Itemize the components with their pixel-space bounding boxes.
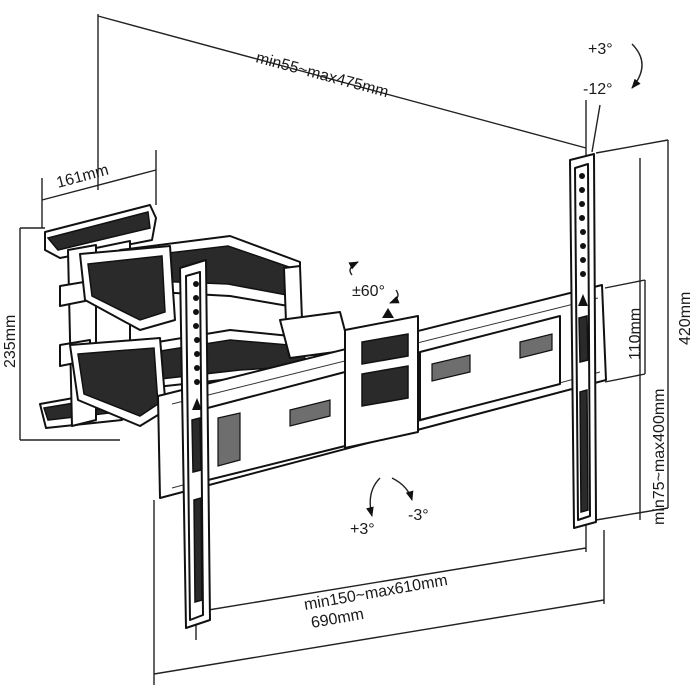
vertical-bracket-left (179, 259, 211, 629)
bracket-height-total-label: 420mm (677, 292, 694, 345)
wall-plate-width-label: 161mm (55, 162, 111, 192)
swivel-label: ±60° (352, 283, 385, 300)
dimension-lines (19, 14, 669, 685)
level-plus-label: +3° (350, 521, 375, 538)
vesa-vertical-label: min75~max400mm (651, 389, 668, 526)
vertical-bracket-right (569, 153, 597, 529)
rotation-arrows (348, 43, 643, 517)
horizontal-rail (157, 284, 607, 499)
arm-reach-label: min55~max475mm (254, 49, 390, 101)
articulating-arms (69, 235, 351, 427)
tilt-up-label: +3° (588, 41, 613, 58)
bracket-height-small-label: 110mm (627, 308, 644, 360)
wall-plate-height-label: 235mm (2, 315, 19, 368)
vesa-horizontal-label: min150~max610mm (303, 572, 449, 614)
level-minus-label: -3° (408, 507, 429, 524)
tilt-down-label: -12° (583, 81, 613, 98)
